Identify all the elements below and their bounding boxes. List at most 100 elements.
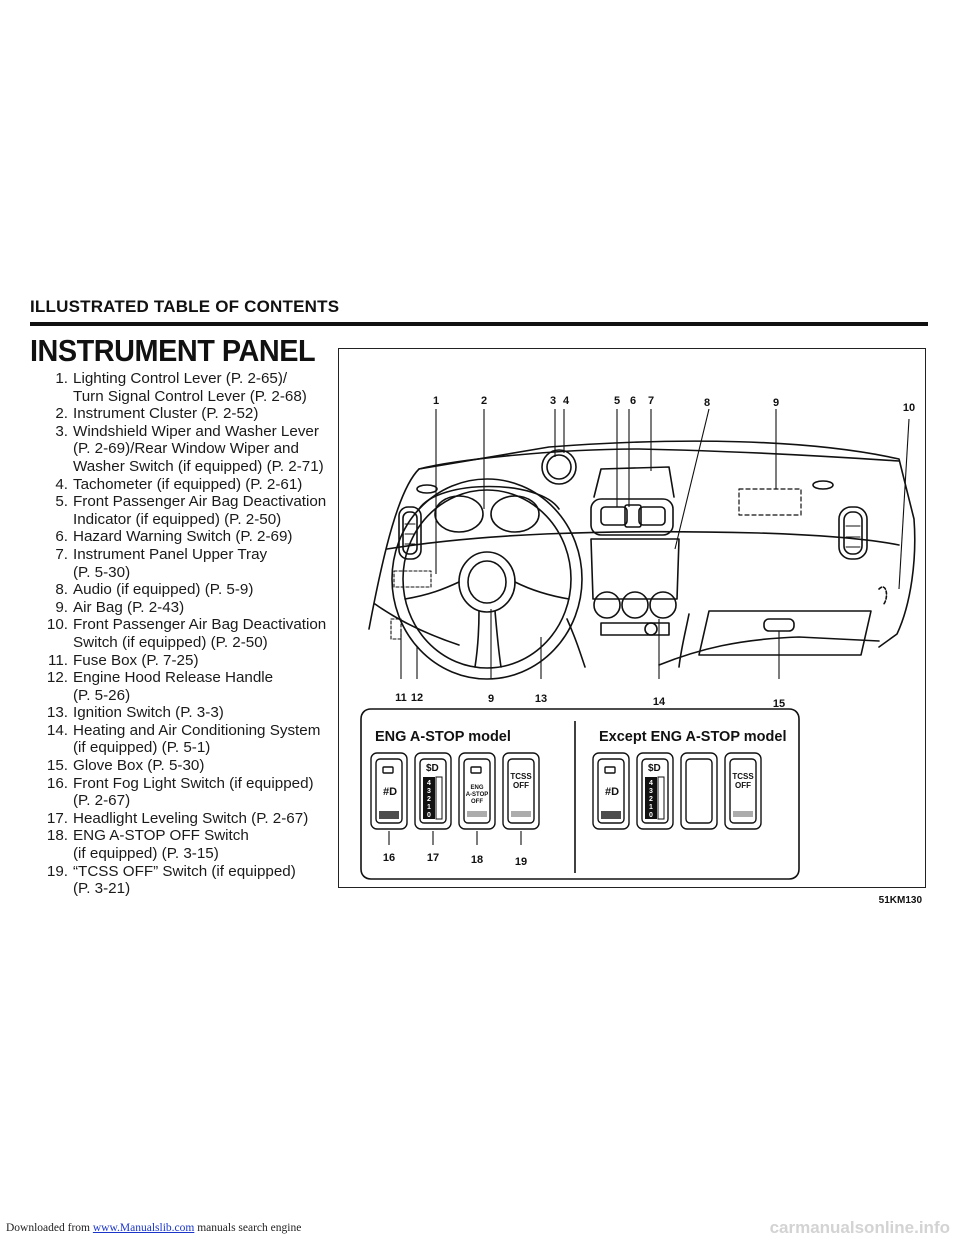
footer-prefix: Downloaded from xyxy=(6,1222,93,1234)
switch-grille xyxy=(601,811,621,819)
panel-left-title: ENG A-STOP model xyxy=(375,729,511,745)
toc-item-number: 16. xyxy=(46,774,68,792)
callout-8: 8 xyxy=(704,397,710,409)
tcss-label: TCSS xyxy=(732,772,754,781)
switch-grille xyxy=(379,811,399,819)
eng-astop-label: ENG xyxy=(470,785,483,791)
toc-item-line: Front Passenger Air Bag Deactivation xyxy=(73,493,327,511)
toc-item-number: 12. xyxy=(46,669,68,687)
toc-item-text: Headlight Leveling Switch (P. 2-67) xyxy=(73,810,330,828)
toc-item-line: Tachometer (if equipped) (P. 2-61) xyxy=(73,475,303,493)
toc-item-line: (P. 5-30) xyxy=(73,563,131,581)
toc-item: 13.Ignition Switch (P. 3-3) xyxy=(30,704,330,722)
callout-9-top: 9 xyxy=(773,397,779,409)
toc-item-line: Audio (if equipped) (P. 5-9) xyxy=(73,581,254,599)
toc-item-text: Audio (if equipped) (P. 5-9) xyxy=(73,581,330,599)
switch-grille xyxy=(467,811,487,817)
toc-item-line: Headlight Leveling Switch (P. 2-67) xyxy=(73,809,309,827)
footer: Downloaded from www.Manualslib.com manua… xyxy=(6,1222,301,1234)
toc-item-text: Ignition Switch (P. 3-3) xyxy=(73,704,330,722)
manualslib-link[interactable]: www.Manualslib.com xyxy=(92,1222,195,1234)
callout-19: 19 xyxy=(515,856,527,868)
toc-item-line: (P. 5-26) xyxy=(73,686,131,704)
toc-item: 7. Instrument Panel Upper Tray(P. 5-30) xyxy=(30,546,330,581)
toc-item: 12. Engine Hood Release Handle(P. 5-26) xyxy=(30,669,330,704)
toc-item-text: Instrument Panel Upper Tray(P. 5-30) xyxy=(73,546,330,581)
watermark: carmanualsonline.info xyxy=(769,1218,950,1237)
eng-astop-label: OFF xyxy=(471,799,483,805)
callout-14: 14 xyxy=(653,696,666,708)
toc-item-text: Windshield Wiper and Washer Lever(P. 2-6… xyxy=(73,423,330,476)
level-tick: 2 xyxy=(427,796,431,803)
toc-item-line: Engine Hood Release Handle xyxy=(73,669,274,687)
toc-item-line: (P. 3-21) xyxy=(73,880,131,898)
tcss-label: OFF xyxy=(735,781,751,790)
toc-item-text: Tachometer (if equipped) (P. 2-61) xyxy=(73,476,330,494)
toc-item-number: 18. xyxy=(46,827,68,845)
fog-light-icon: #D xyxy=(383,786,397,798)
toc-item-line: Front Passenger Air Bag Deactivation xyxy=(73,616,327,634)
callout-6: 6 xyxy=(630,395,636,407)
toc-item: 15.Glove Box (P. 5-30) xyxy=(30,757,330,775)
toc-item-text: Heating and Air Conditioning System(if e… xyxy=(73,722,330,757)
callout-16: 16 xyxy=(383,852,395,864)
toc-item-number: 11. xyxy=(48,651,68,669)
level-tick: 1 xyxy=(427,804,431,811)
level-tick: 0 xyxy=(427,812,431,819)
toc-item: 19.“TCSS OFF” Switch (if equipped)(P. 3-… xyxy=(30,863,330,898)
callout-3: 3 xyxy=(550,395,556,407)
toc-item-number: 9. xyxy=(55,598,68,616)
callout-18: 18 xyxy=(471,854,483,866)
callout-5: 5 xyxy=(614,395,620,407)
level-tick: 4 xyxy=(649,780,653,787)
toc-item-line: Instrument Cluster (P. 2-52) xyxy=(73,405,259,423)
page-title: INSTRUMENT PANEL xyxy=(30,333,316,368)
toc-item-line: Air Bag (P. 2-43) xyxy=(73,598,185,616)
toc-item-number: 14. xyxy=(46,721,68,739)
headlight-icon-2: $D xyxy=(648,763,661,774)
toc-item: 9. Air Bag (P. 2-43) xyxy=(30,599,330,617)
switch-grille xyxy=(733,811,753,817)
toc-item-text: Hazard Warning Switch (P. 2-69) xyxy=(73,528,330,546)
toc-item-number: 8. xyxy=(55,581,68,599)
figure-frame: 1 2 3 4 5 6 7 8 9 10 11 12 9 13 14 15 EN… xyxy=(338,348,926,888)
toc-item: 3. Windshield Wiper and Washer Lever(P. 2… xyxy=(30,423,330,476)
toc-item-line: (if equipped) (P. 3-15) xyxy=(73,845,219,863)
toc-item-number: 2. xyxy=(55,405,68,423)
toc-item-text: Glove Box (P. 5-30) xyxy=(73,757,330,775)
toc-item-line: Washer Switch (if equipped) (P. 2-71) xyxy=(73,457,324,475)
toc-item-number: 1. xyxy=(55,370,68,387)
toc-item-text: “TCSS OFF” Switch (if equipped)(P. 3-21) xyxy=(73,863,330,898)
toc-item: 16. Front Fog Light Switch (if equipped)(… xyxy=(30,775,330,810)
toc-item-number: 7. xyxy=(55,545,68,563)
toc-item-text: Instrument Cluster (P. 2-52) xyxy=(73,405,330,423)
toc-item-line: Front Fog Light Switch (if equipped) xyxy=(73,774,314,792)
callout-1: 1 xyxy=(433,395,439,407)
toc-item-line: Indicator (if equipped) (P. 2-50) xyxy=(73,510,282,528)
toc-item: 6.Hazard Warning Switch (P. 2-69) xyxy=(30,528,330,546)
toc-item-text: Air Bag (P. 2-43) xyxy=(73,599,330,617)
callout-17: 17 xyxy=(427,852,439,864)
callout-11: 11 xyxy=(395,692,407,704)
toc-item: 14. Heating and Air Conditioning System(i… xyxy=(30,722,330,757)
toc-item-line: Turn Signal Control Lever (P. 2-68) xyxy=(73,387,307,405)
toc-item-number: 3. xyxy=(55,422,68,440)
toc-item-line: ENG A-STOP OFF Switch xyxy=(73,827,249,845)
toc-item: 8. Audio (if equipped) (P. 5-9) xyxy=(30,581,330,599)
toc-item-text: Engine Hood Release Handle(P. 5-26) xyxy=(73,669,330,704)
toc-item-line: (if equipped) (P. 5-1) xyxy=(73,739,211,757)
eng-astop-label: A-STOP xyxy=(466,792,489,798)
fog-light-icon-2: #D xyxy=(605,786,619,798)
section-header: ILLUSTRATED TABLE OF CONTENTS xyxy=(30,297,340,316)
callout-10: 10 xyxy=(903,402,915,414)
panel-right-title: Except ENG A-STOP model xyxy=(599,729,786,745)
toc-item-line: Hazard Warning Switch (P. 2-69) xyxy=(73,528,293,546)
headlight-icon: $D xyxy=(426,763,439,774)
toc-item: 18. ENG A-STOP OFF Switch(if equipped) (P… xyxy=(30,827,330,862)
instrument-panel-diagram: 1 2 3 4 5 6 7 8 9 10 11 12 9 13 14 15 EN… xyxy=(360,395,916,880)
toc-item: 4.Tachometer (if equipped) (P. 2-61) xyxy=(30,476,330,494)
toc-item-text: Front Fog Light Switch (if equipped)(P. … xyxy=(73,775,330,810)
